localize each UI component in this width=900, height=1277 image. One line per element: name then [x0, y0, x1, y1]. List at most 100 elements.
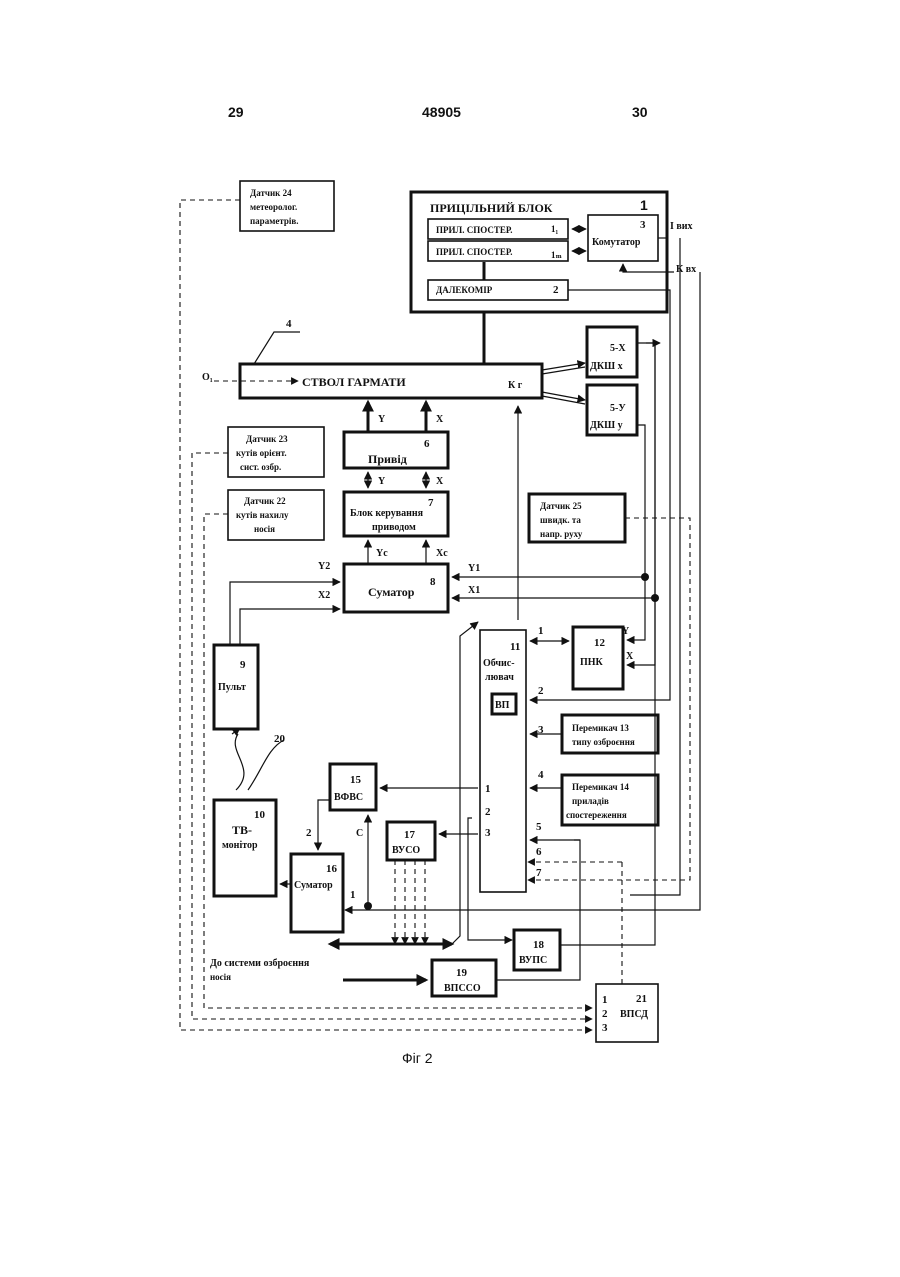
port-11-left-3: 3	[485, 827, 491, 839]
signal-c: С	[356, 828, 363, 839]
tv-monitor-line2: монітор	[222, 840, 258, 851]
summator-16-number: 16	[326, 863, 338, 875]
sensor-24-line3: параметрів.	[250, 216, 298, 226]
block-drive-control: Блок керування приводом 7	[344, 492, 448, 536]
sensor-5x-label: ДКШ х	[590, 361, 623, 372]
vuso-label: ВУСО	[392, 845, 420, 856]
block-vups: 18 ВУПС	[514, 930, 560, 970]
signal-x-mid: X	[436, 476, 444, 487]
computer-inner-vp: ВП	[495, 700, 510, 711]
block-sensor-23: Датчик 23 кутів орієнт. сист. озбр.	[228, 427, 324, 477]
block-weapon-switch: Перемикач 13 типу озброєння	[562, 715, 658, 753]
signal-xc: Xc	[436, 548, 448, 559]
block-1-title: ПРИЦІЛЬНИЙ БЛОК	[430, 201, 553, 215]
gun-barrel-label: СТВОЛ ГАРМАТИ	[302, 375, 406, 389]
block-device-switch: Перемикач 14 приладів спостереження	[562, 775, 658, 825]
block-vpsd: 21 ВПСД 1 2 3	[596, 984, 658, 1042]
pnk-signal-x: X	[626, 651, 634, 662]
sensor-25-line2: швидк. та	[540, 515, 581, 525]
block-computer: 11 Обчис- лювач ВП	[480, 630, 526, 892]
block-sensor-25: Датчик 25 швидк. та напр. руху	[529, 494, 625, 542]
computer-number: 11	[510, 641, 520, 653]
junction-y1	[641, 573, 649, 581]
port-11-5: 5	[536, 821, 542, 833]
block-sensor-22: Датчик 22 кутів нахилу носія	[228, 490, 324, 540]
page-number-left: 29	[228, 104, 244, 120]
block-control-panel: 9 Пульт	[214, 645, 258, 729]
gun-barrel-kg: К г	[508, 380, 523, 391]
device-switch-line2: приладів	[572, 796, 609, 806]
rangefinder-number: 2	[553, 284, 559, 296]
port-11-4: 4	[538, 769, 544, 781]
vpsd-number: 21	[636, 993, 647, 1005]
junction-16	[364, 902, 372, 910]
signal-x2: X2	[318, 590, 330, 601]
signal-y2: Y2	[318, 561, 330, 572]
label-20: 20	[274, 733, 286, 745]
sensor-25-line1: Датчик 25	[540, 501, 582, 511]
block-sensor-24: Датчик 24 метеоролог. параметрів.	[240, 181, 334, 231]
drive-label: Привід	[368, 452, 407, 466]
vpsd-in-1: 1	[602, 994, 608, 1006]
block-drive: Привід 6	[344, 432, 448, 468]
summator-8-number: 8	[430, 576, 436, 588]
block-summator-16: 16 Суматор	[291, 854, 343, 932]
drive-control-number: 7	[428, 497, 434, 509]
control-panel-label: Пульт	[218, 682, 246, 693]
vpsd-label: ВПСД	[620, 1009, 648, 1020]
block-1b-index: 1ₘ	[551, 250, 563, 260]
signal-k-in: К вх	[676, 264, 696, 275]
drive-control-line1: Блок керування	[350, 508, 424, 519]
device-switch-line3: спостереження	[566, 810, 627, 820]
block-gun-barrel: СТВОЛ ГАРМАТИ К г	[240, 364, 542, 398]
vuso-number: 17	[404, 829, 416, 841]
vfvs-number: 15	[350, 774, 362, 786]
vfvs-label: ВФВС	[334, 792, 363, 803]
commutator-label: Комутатор	[592, 237, 641, 248]
sensor-23-line2: кутів орієнт.	[236, 448, 287, 458]
page-number-right: 30	[632, 104, 648, 120]
gun-barrel-number: 4	[286, 318, 292, 330]
pnk-signal-y: Y	[622, 626, 630, 637]
vpsd-in-3: 3	[602, 1022, 608, 1034]
block-1-number: 1	[640, 197, 648, 213]
signal-y-top: Y	[378, 414, 386, 425]
computer-ports-left: 1 2 3	[485, 783, 491, 839]
port-11-2: 2	[538, 685, 544, 697]
commutator-number: 3	[640, 219, 646, 231]
weapons-text-line1: До системи озброєння	[210, 958, 310, 969]
block-tv-monitor: 10 ТВ- монітор	[214, 800, 276, 896]
block-1b-label: ПРИЛ. СПОСТЕР.	[436, 247, 512, 257]
weapon-switch-line1: Перемикач 13	[572, 723, 629, 733]
drive-number: 6	[424, 438, 430, 450]
signal-1-to-16: 1	[350, 889, 356, 901]
pnk-number: 12	[594, 637, 606, 649]
vpsso-number: 19	[456, 967, 468, 979]
block-1a-label: ПРИЛ. СПОСТЕР.	[436, 225, 512, 235]
block-vfvs: 15 ВФВС	[330, 764, 376, 810]
block-vuso: 17 ВУСО	[387, 822, 435, 860]
axis-o1: О₁	[202, 372, 213, 383]
control-panel-number: 9	[240, 659, 246, 671]
sensor-24-line2: метеоролог.	[250, 202, 297, 212]
signal-2-to-16: 2	[306, 827, 312, 839]
drive-control-line2: приводом	[372, 522, 416, 533]
signal-y1: Y1	[468, 563, 480, 574]
port-11-7: 7	[536, 867, 542, 879]
computer-line2: лювач	[485, 672, 514, 683]
pnk-label: ПНК	[580, 657, 604, 668]
rangefinder-label: ДАЛЕКОМІР	[436, 285, 493, 295]
port-11-left-2: 2	[485, 806, 491, 818]
block-angle-sensor-x: 5-Х ДКШ х	[587, 327, 637, 377]
sensor-24-line1: Датчик 24	[250, 188, 292, 198]
tv-monitor-number: 10	[254, 809, 266, 821]
block-aiming-unit: ПРИЦІЛЬНИЙ БЛОК 1 ПРИЛ. СПОСТЕР. 1₁ ПРИЛ…	[411, 192, 667, 312]
sensor-23-line1: Датчик 23	[246, 434, 288, 444]
figure-caption: Фіг 2	[402, 1050, 433, 1066]
weapons-text-line2: носія	[210, 972, 231, 982]
port-11-left-1: 1	[485, 783, 491, 795]
weapon-switch-line2: типу озброєння	[572, 737, 635, 747]
block-pnk: 12 ПНК	[573, 627, 623, 689]
summator-16-label: Суматор	[294, 880, 333, 891]
